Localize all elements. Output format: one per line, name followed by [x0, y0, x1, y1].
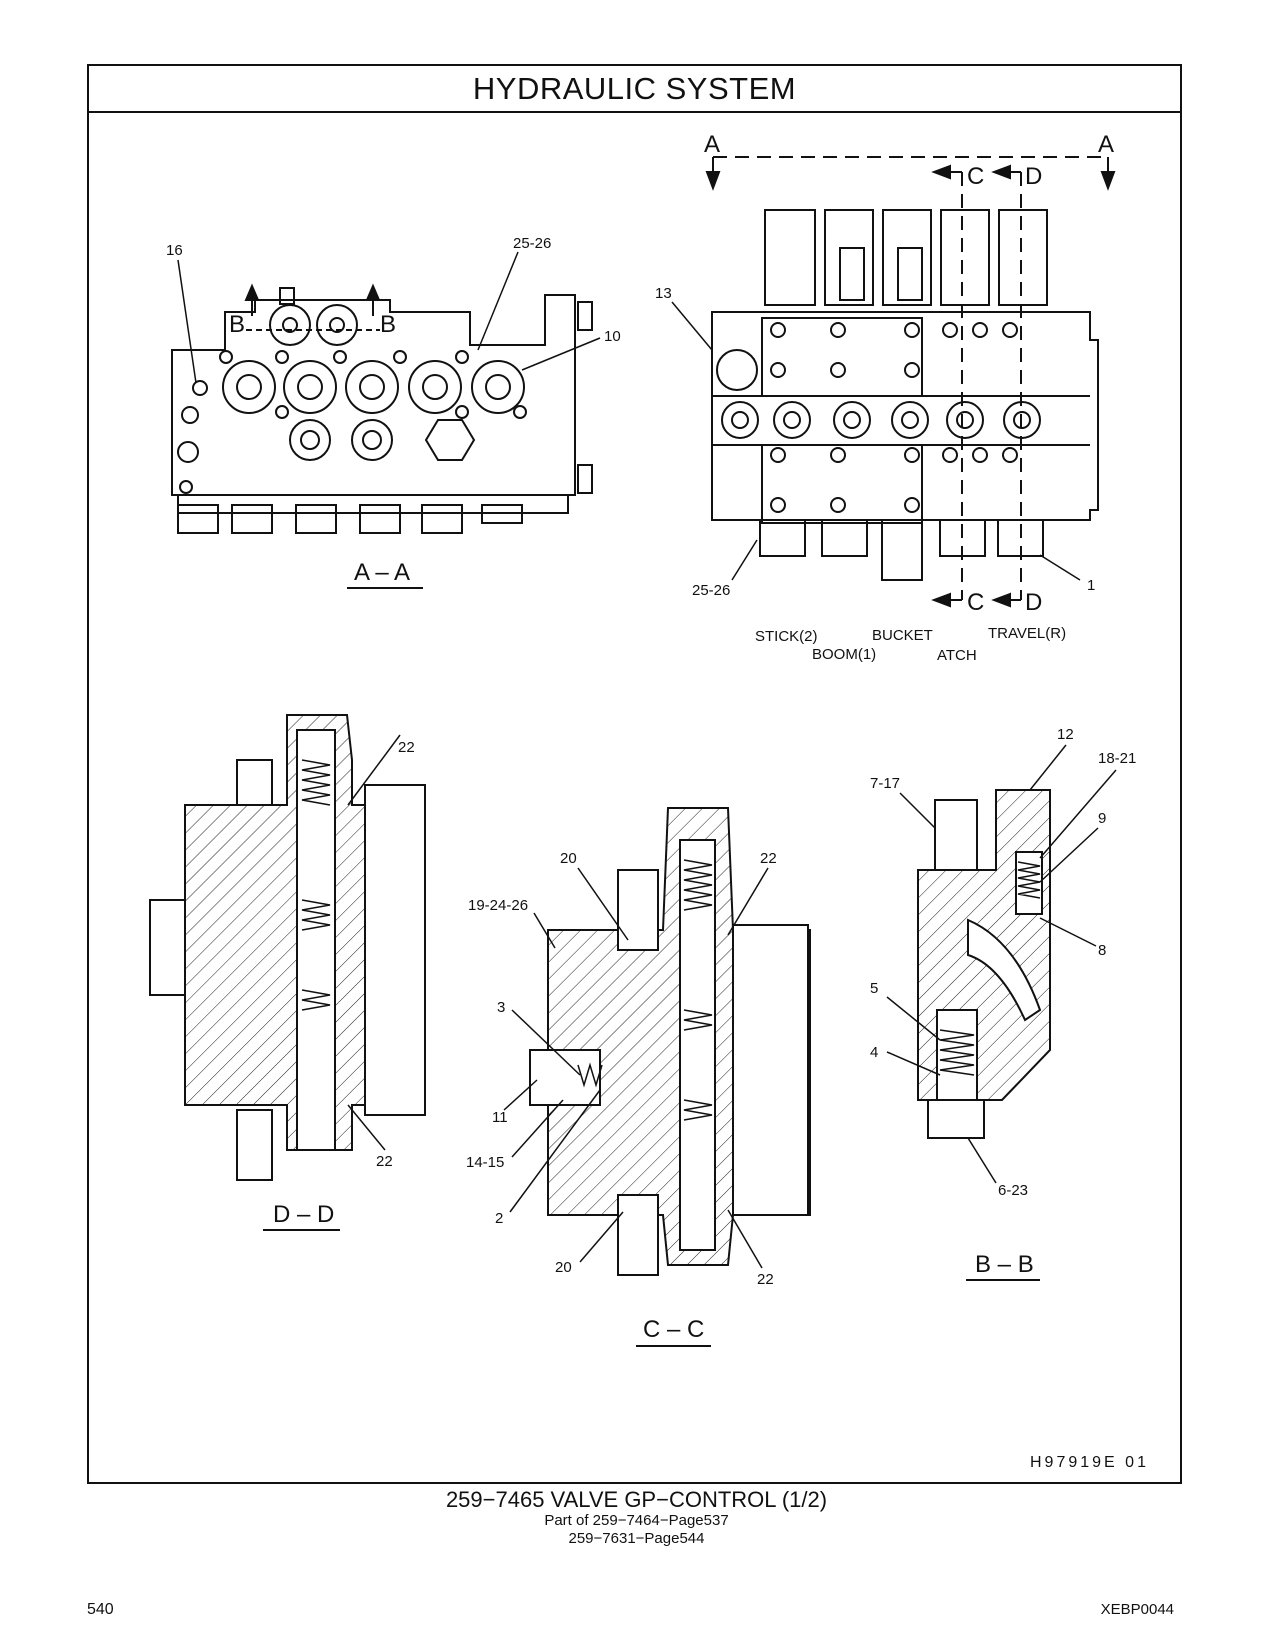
callout-8: 8 — [1098, 942, 1106, 959]
caption-a-a: A – A — [354, 559, 410, 586]
callout-7-17: 7-17 — [870, 775, 900, 792]
callout-13: 13 — [655, 285, 672, 302]
callout-22-dd-top: 22 — [398, 739, 415, 756]
callout-4: 4 — [870, 1044, 878, 1061]
callout-2: 2 — [495, 1210, 503, 1227]
callout-3: 3 — [497, 999, 505, 1016]
cut-a-left: A — [704, 131, 720, 158]
callout-6-23: 6-23 — [998, 1182, 1028, 1199]
callout-9: 9 — [1098, 810, 1106, 827]
footer-title: 259−7465 VALVE GP−CONTROL (1/2) — [445, 1487, 828, 1512]
section-atch: ATCH — [937, 647, 977, 664]
cut-b-left: B — [229, 311, 245, 338]
view-c-c — [503, 807, 811, 1276]
document-code: XEBP0044 — [1100, 1601, 1174, 1618]
callout-11: 11 — [492, 1109, 508, 1126]
cut-d-bottom: D — [1025, 589, 1042, 616]
page-number: 540 — [87, 1601, 114, 1618]
cut-c-top: C — [967, 163, 984, 190]
caption-c-c: C – C — [643, 1316, 704, 1343]
section-stick: STICK(2) — [755, 628, 818, 645]
callout-20-cc-bottom: 20 — [555, 1259, 572, 1276]
callout-25-26-top: 25-26 — [513, 235, 551, 252]
callout-18-21: 18-21 — [1098, 750, 1136, 767]
callout-10: 10 — [604, 328, 621, 345]
page-title: HYDRAULIC SYSTEM — [472, 70, 797, 106]
callout-5: 5 — [870, 980, 878, 997]
cut-d-top: D — [1025, 163, 1042, 190]
cut-c-bottom: C — [967, 589, 984, 616]
callout-19-24-26: 19-24-26 — [468, 897, 528, 914]
callout-22-cc-bottom: 22 — [757, 1271, 774, 1288]
callout-12: 12 — [1057, 726, 1074, 743]
caption-b-b: B – B — [975, 1251, 1034, 1278]
cut-b-right: B — [380, 311, 396, 338]
cut-a-right: A — [1098, 131, 1114, 158]
callout-16: 16 — [166, 242, 183, 259]
view-b-b — [886, 744, 1117, 1184]
title-bar: HYDRAULIC SYSTEM — [89, 66, 1180, 113]
view-d-d — [149, 714, 426, 1181]
footer-part-of: Part of 259−7464−Page537 — [544, 1512, 729, 1529]
callout-22-dd-bottom: 22 — [376, 1153, 393, 1170]
illustration-code: H97919E 01 — [1030, 1454, 1149, 1471]
callout-25-26-bottom: 25-26 — [692, 582, 730, 599]
callout-22-cc-top: 22 — [760, 850, 777, 867]
callout-1: 1 — [1087, 577, 1095, 594]
section-boom: BOOM(1) — [812, 646, 876, 663]
drawing-frame: HYDRAULIC SYSTEM — [87, 64, 1182, 1484]
callout-14-15: 14-15 — [466, 1154, 504, 1171]
view-front — [671, 156, 1116, 608]
caption-d-d: D – D — [273, 1201, 334, 1228]
section-bucket: BUCKET — [872, 627, 933, 644]
callout-20-cc-top: 20 — [560, 850, 577, 867]
footer-ref: 259−7631−Page544 — [568, 1530, 705, 1547]
section-travel: TRAVEL(R) — [988, 625, 1066, 642]
view-a-a — [171, 251, 601, 534]
